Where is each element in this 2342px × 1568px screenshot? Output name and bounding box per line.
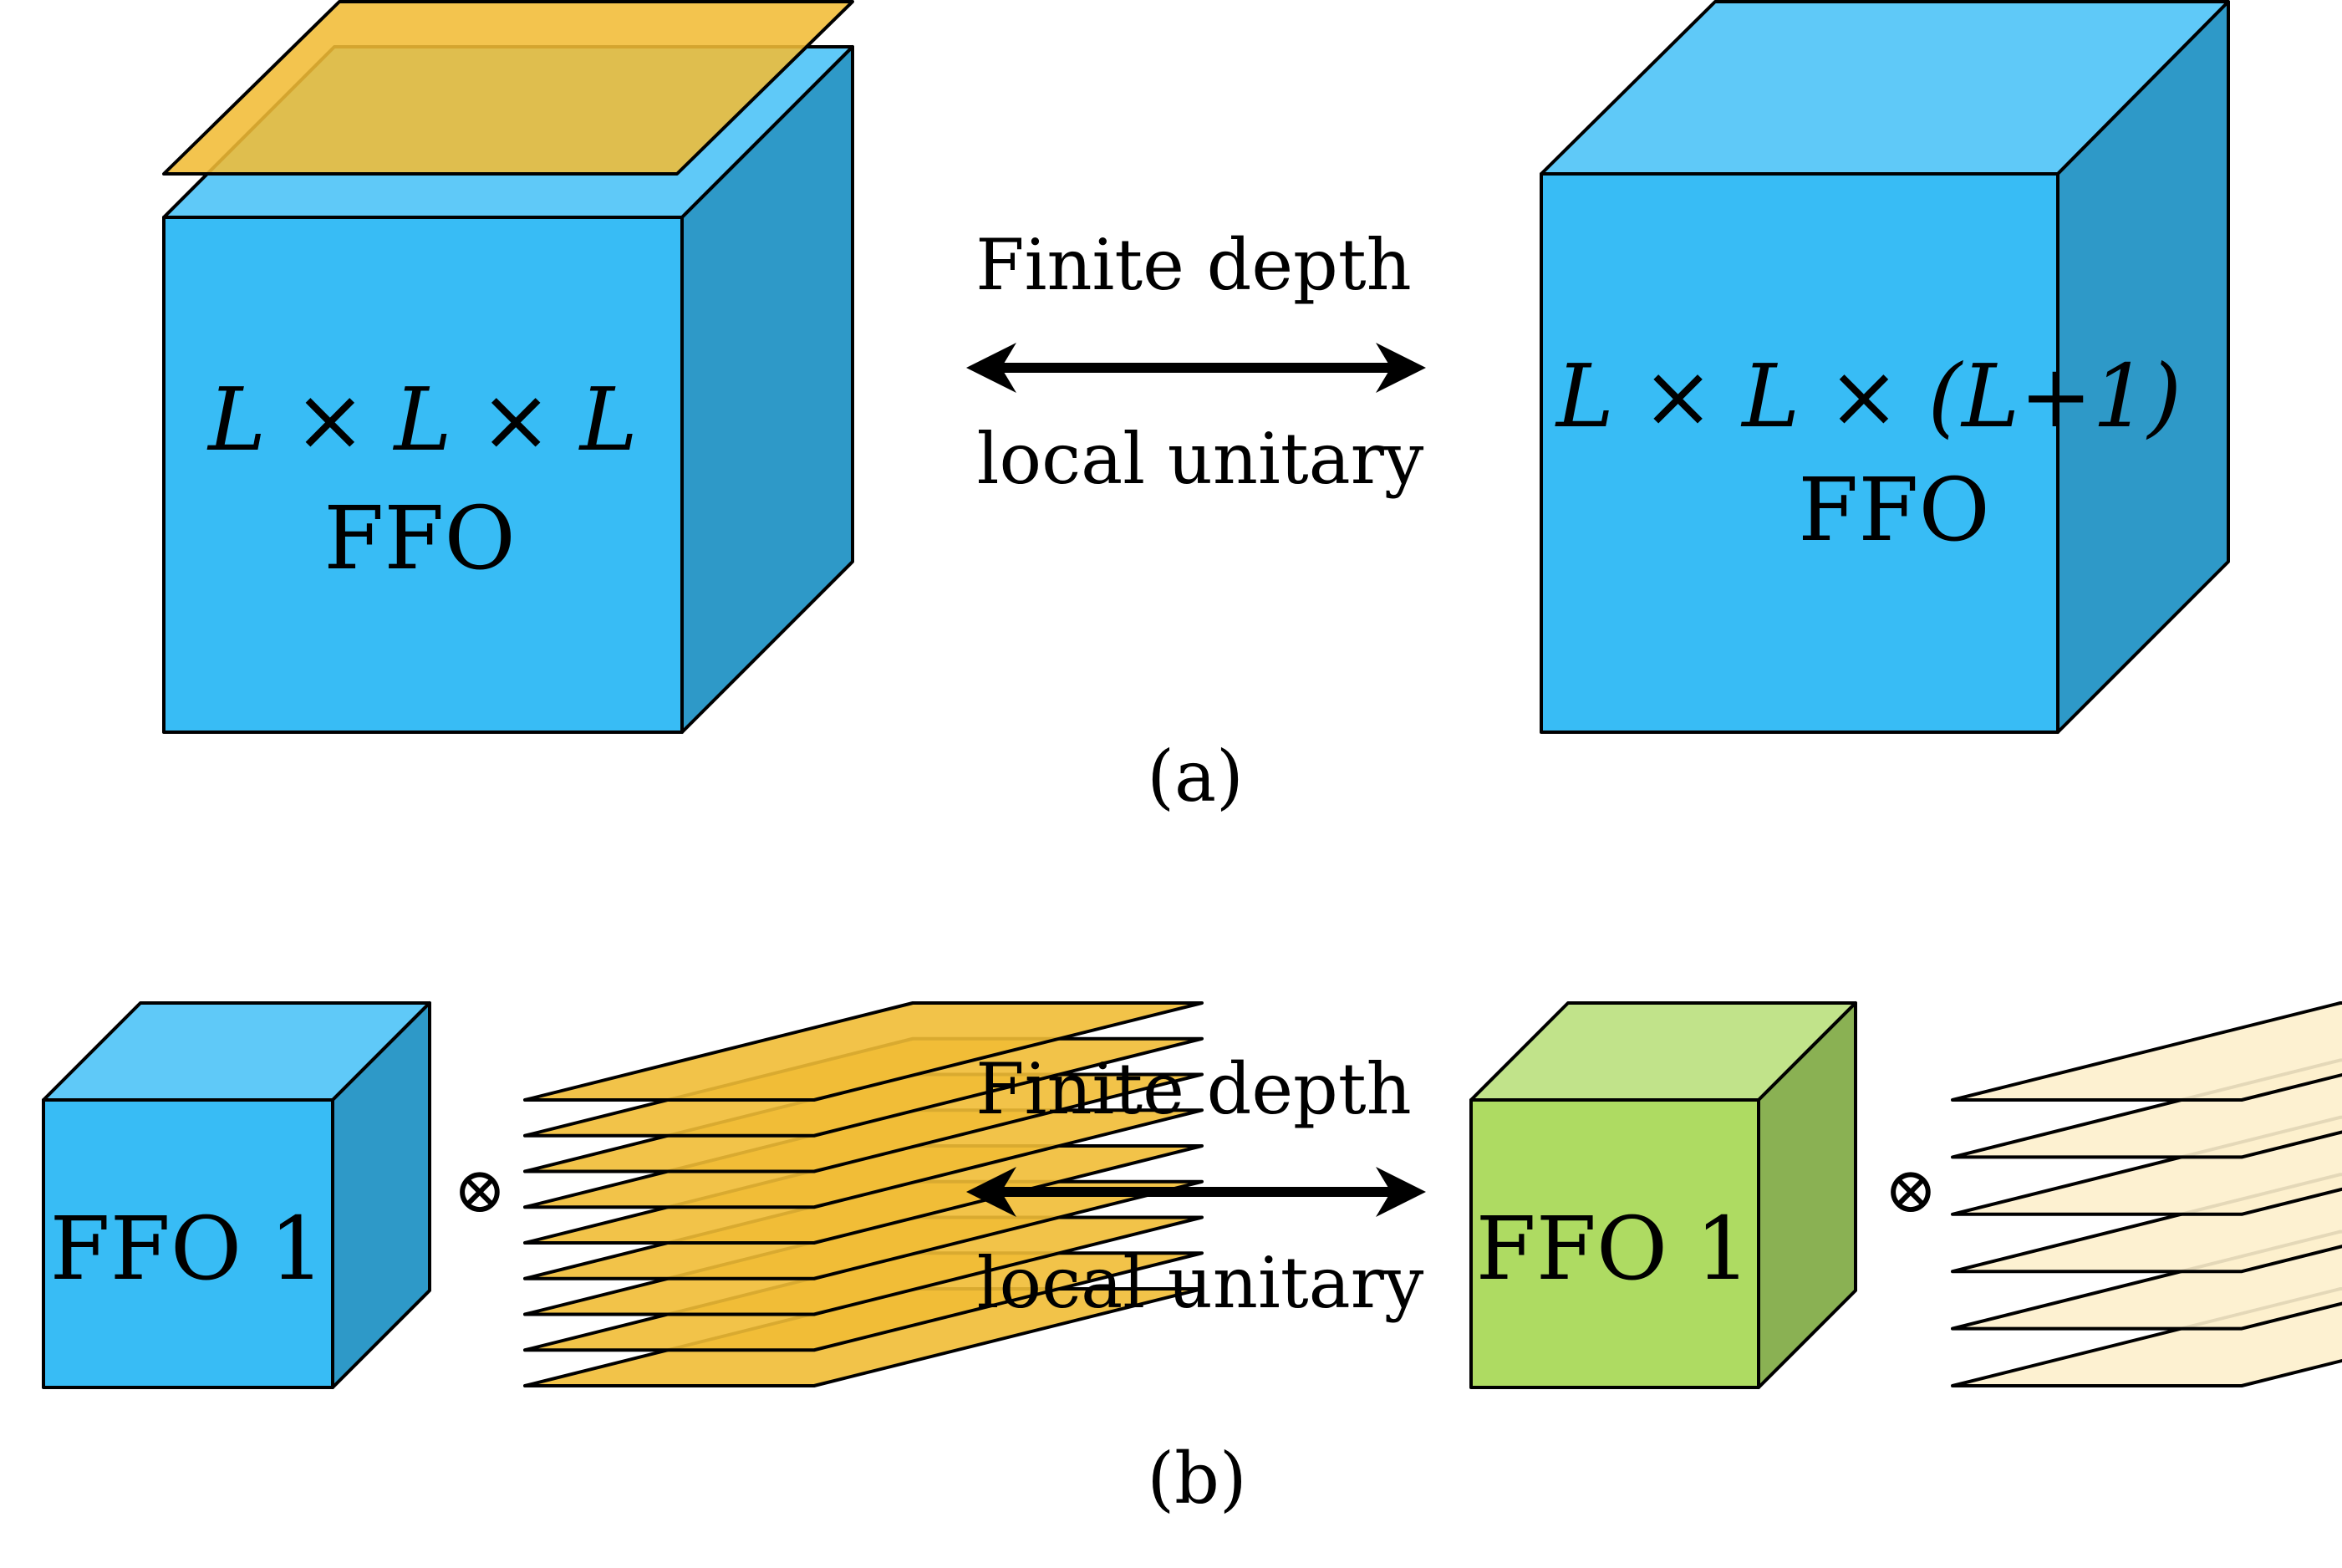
- cube-front-face: [162, 216, 684, 734]
- cube-dims-label: L × L × (L+1): [1555, 345, 2182, 447]
- cube-front-face: [42, 1098, 334, 1389]
- cube-name-label: FFO: [323, 487, 516, 589]
- layer-stack-right: [1951, 1001, 2342, 1387]
- layer-stack-left: [523, 1001, 1204, 1387]
- relation-top-label: Finite depth: [975, 224, 1411, 306]
- cube-name-label: FFO: [1798, 459, 1990, 561]
- cube-dims-label: L × L × L: [206, 369, 638, 471]
- relation-bottom-label: local unitary: [977, 418, 1424, 500]
- circled-times-icon: ⊗: [1884, 1153, 1937, 1227]
- panel-a: L × L × L FFO Finite depth local unitary…: [162, 0, 2230, 817]
- cube-name-label: FFO 1: [1476, 1198, 1751, 1300]
- circled-times-icon: ⊗: [453, 1153, 507, 1227]
- cube-front-face: [1540, 172, 2059, 734]
- stack-layer: [523, 1001, 1204, 1102]
- surface-layer: [162, 0, 854, 176]
- cube-b-right: [1469, 1001, 1857, 1389]
- cube-b-left: [42, 1001, 431, 1389]
- panel-b: FFO 1 ⊗ Finite depth local unitary FFO 1…: [42, 1001, 2342, 1520]
- cube-front-face: [1469, 1098, 1760, 1389]
- cube-name-label: FFO 1: [50, 1198, 325, 1300]
- relation-bottom-label: local unitary: [977, 1242, 1424, 1324]
- relation-top-label: Finite depth: [975, 1048, 1411, 1130]
- stack-layer: [1951, 1001, 2342, 1102]
- caption-b: (b): [1147, 1438, 1246, 1520]
- cube-a-right: [1540, 0, 2230, 734]
- caption-a: (a): [1147, 736, 1244, 817]
